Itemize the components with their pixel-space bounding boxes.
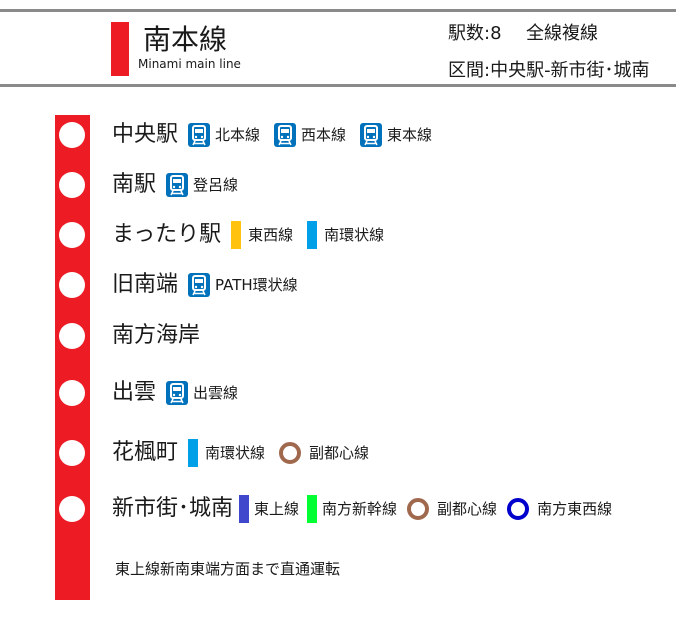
through-service-note: 東上線新南東端方面まで直通運転 <box>115 560 341 578</box>
station-name: 旧南端 <box>112 272 179 297</box>
connection: 副都心線 <box>407 498 497 520</box>
line-color-marker <box>307 495 318 523</box>
header-top-rule <box>0 9 676 12</box>
connection-label: 西本線 <box>301 126 347 144</box>
connection: 西本線 <box>274 123 346 147</box>
connection: 南環状線 <box>188 439 265 467</box>
connection-label: 南方東西線 <box>537 500 613 518</box>
connection-label: 南環状線 <box>324 226 385 244</box>
line-name-english: Minami main line <box>138 57 241 71</box>
station-dot <box>59 380 85 406</box>
station-dot <box>59 440 85 466</box>
connection: 南方東西線 <box>507 498 612 520</box>
connection-label: 南環状線 <box>205 444 266 462</box>
station-dot <box>59 222 85 248</box>
station-count: 駅数:8 <box>448 23 502 44</box>
track-type: 全線複線 <box>526 23 598 44</box>
line-color-marker <box>307 221 318 249</box>
connection: 副都心線 <box>279 442 369 464</box>
station-dot <box>59 323 85 349</box>
station-name: 新市街･城南 <box>112 496 234 521</box>
connection-label: 副都心線 <box>437 500 498 518</box>
connection-label: PATH環状線 <box>215 276 298 294</box>
train-icon <box>188 123 211 147</box>
connection: 北本線 <box>188 123 260 147</box>
station-row: 南駅 登呂線 <box>112 167 252 203</box>
connection-label: 南方新幹線 <box>322 500 398 518</box>
connection: 南環状線 <box>307 221 384 249</box>
station-name: 花楓町 <box>112 440 179 465</box>
station-name: まったり駅 <box>112 222 222 247</box>
line-color-marker <box>239 495 250 523</box>
train-icon <box>274 123 297 147</box>
ring-icon <box>279 442 302 464</box>
station-row: 中央駅 北本線 西本線 東本線 <box>112 117 446 153</box>
station-name: 中央駅 <box>112 122 179 147</box>
station-name: 南方海岸 <box>112 323 201 348</box>
station-dot <box>59 272 85 298</box>
line-color-bar <box>111 22 129 76</box>
connection: 東上線 <box>239 495 299 523</box>
connection-label: 出雲線 <box>193 384 239 402</box>
station-row: 出雲 出雲線 <box>112 375 252 411</box>
ring-icon <box>507 498 530 520</box>
station-row: 南方海岸 <box>112 318 210 354</box>
connection-label: 東上線 <box>254 500 300 518</box>
train-icon <box>166 381 189 405</box>
connection: PATH環状線 <box>188 273 298 297</box>
connection: 東本線 <box>360 123 432 147</box>
station-dot <box>59 496 85 522</box>
line-name: 南本線 <box>143 23 228 56</box>
station-dot <box>59 172 85 198</box>
ring-icon <box>407 498 430 520</box>
connection-label: 東西線 <box>248 226 294 244</box>
train-icon <box>360 123 383 147</box>
station-row: 旧南端 PATH環状線 <box>112 267 312 303</box>
connection: 出雲線 <box>166 381 238 405</box>
station-row: 花楓町 南環状線 副都心線 <box>112 435 383 471</box>
connection: 東西線 <box>231 221 293 249</box>
station-row: まったり駅 東西線 南環状線 <box>112 217 398 253</box>
connection-label: 東本線 <box>387 126 433 144</box>
line-color-marker <box>188 439 199 467</box>
train-icon <box>166 173 189 197</box>
station-dot <box>59 122 85 148</box>
header-bottom-rule <box>0 84 676 87</box>
line-section: 区間:中央駅-新市街･城南 <box>448 60 650 81</box>
connection-label: 北本線 <box>215 126 261 144</box>
station-row: 新市街･城南 東上線 南方新幹線 副都心線 南方東西線 <box>112 491 612 527</box>
line-color-marker <box>231 221 242 249</box>
train-icon <box>188 273 211 297</box>
station-name: 南駅 <box>112 172 157 197</box>
connection-label: 副都心線 <box>309 444 370 462</box>
connection: 南方新幹線 <box>307 495 397 523</box>
connection: 登呂線 <box>166 173 238 197</box>
station-name: 出雲 <box>112 380 157 405</box>
connection-label: 登呂線 <box>193 176 239 194</box>
